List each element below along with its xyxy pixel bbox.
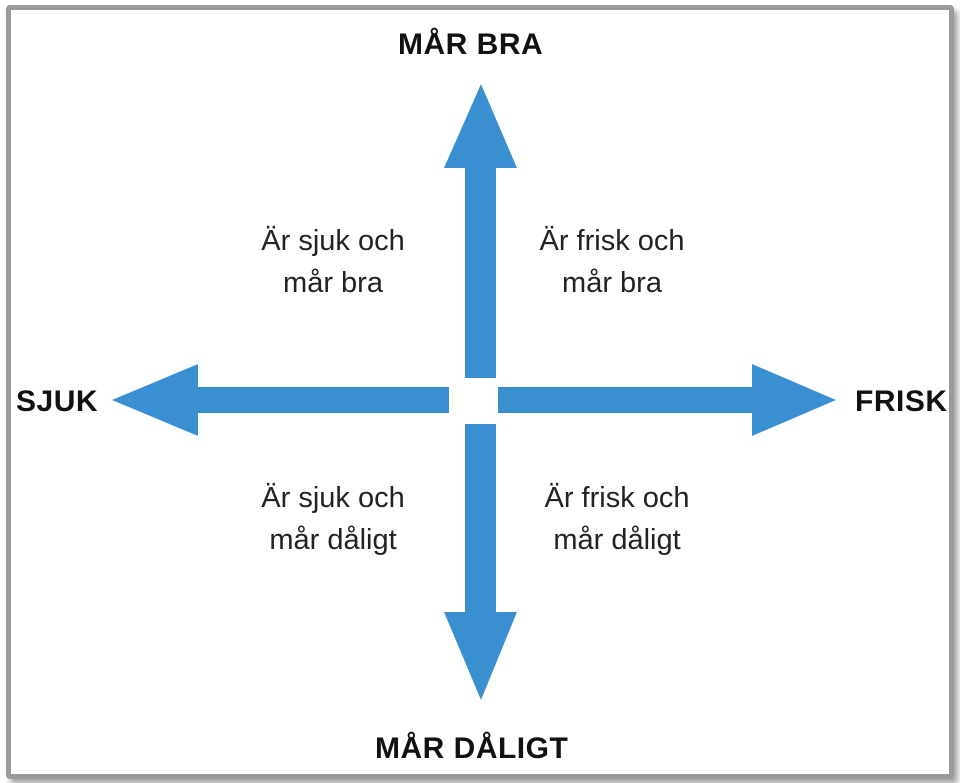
quadrant-line: mår dåligt	[553, 524, 681, 556]
arrow-left	[112, 364, 449, 436]
quadrant-line: Är sjuk och	[261, 225, 405, 257]
quadrant-top-right: Är frisk och mår bra	[539, 220, 684, 304]
quadrant-line: Är frisk och	[539, 225, 685, 257]
pole-right-label: FRISK	[855, 385, 948, 418]
quadrant-top-left: Är sjuk och mår bra	[261, 220, 404, 304]
quadrant-line: Är sjuk och	[261, 482, 405, 514]
pole-top-label: MÅR BRA	[398, 28, 544, 61]
quadrant-line: mår bra	[562, 267, 662, 299]
quadrant-bottom-right: Är frisk och mår dåligt	[544, 477, 689, 561]
quadrant-line: mår dåligt	[269, 524, 397, 556]
quadrant-line: Är frisk och	[544, 482, 690, 514]
pole-bottom-label: MÅR DÅLIGT	[375, 732, 569, 765]
pole-left-label: SJUK	[16, 385, 99, 418]
quadrant-bottom-left: Är sjuk och mår dåligt	[261, 477, 404, 561]
arrow-right	[498, 364, 836, 436]
arrow-up	[444, 84, 517, 378]
arrow-down	[444, 424, 517, 700]
quadrant-line: mår bra	[283, 267, 383, 299]
